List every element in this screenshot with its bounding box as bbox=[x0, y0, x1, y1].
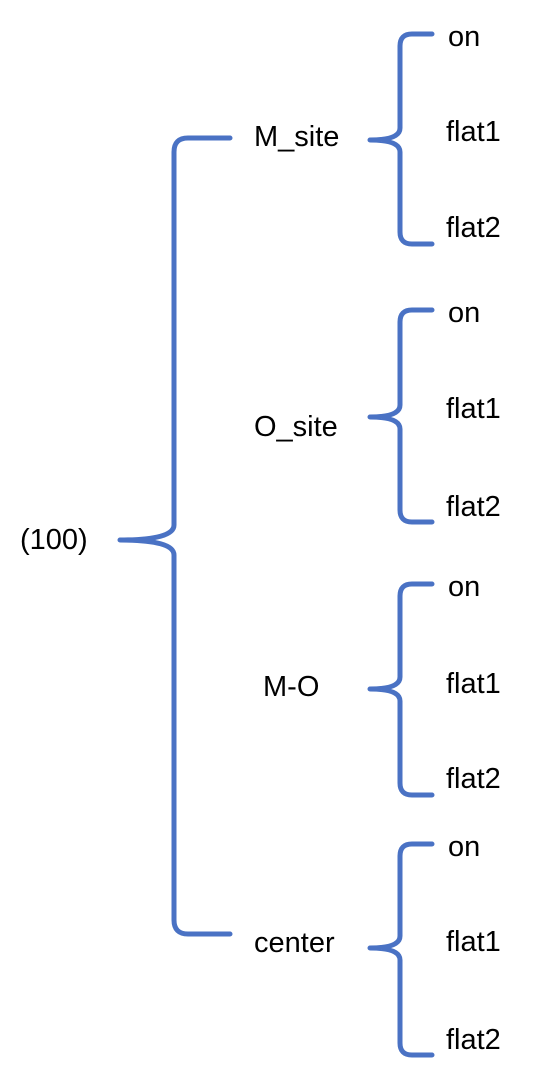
leaf-center-flat1: flat1 bbox=[446, 926, 501, 958]
branch-label-m-site: M_site bbox=[254, 121, 339, 153]
branch-label-m-o: M-O bbox=[263, 671, 319, 703]
leaf-m-o-flat1: flat1 bbox=[446, 668, 501, 700]
leaf-o-site-on: on bbox=[448, 297, 480, 329]
leaf-center-flat2: flat2 bbox=[446, 1024, 501, 1056]
leaf-m-o-flat2: flat2 bbox=[446, 763, 501, 795]
branch-brace-m-o bbox=[367, 581, 435, 798]
root-brace bbox=[117, 135, 233, 937]
leaf-m-site-on: on bbox=[448, 21, 480, 53]
leaf-m-o-on: on bbox=[448, 571, 480, 603]
leaf-m-site-flat2: flat2 bbox=[446, 212, 501, 244]
leaf-m-site-flat1: flat1 bbox=[446, 116, 501, 148]
leaf-o-site-flat1: flat1 bbox=[446, 393, 501, 425]
branch-brace-m-site bbox=[367, 31, 435, 247]
leaf-o-site-flat2: flat2 bbox=[446, 491, 501, 523]
branch-label-o-site: O_site bbox=[254, 411, 338, 443]
branch-brace-center bbox=[367, 841, 435, 1058]
leaf-center-on: on bbox=[448, 831, 480, 863]
branch-label-center: center bbox=[254, 927, 335, 959]
branch-brace-o-site bbox=[367, 307, 435, 525]
root-label: (100) bbox=[20, 524, 88, 556]
